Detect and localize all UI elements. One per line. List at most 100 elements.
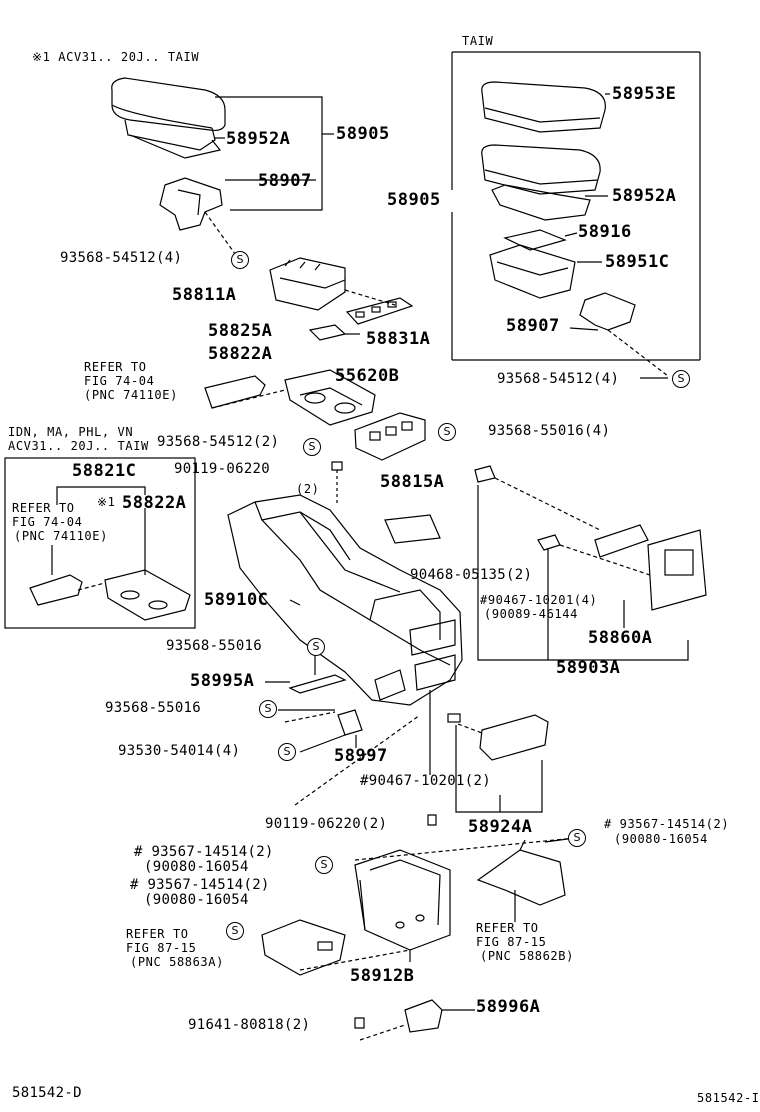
taiw-group-box [451, 51, 701, 361]
lid-right-2 [481, 144, 601, 195]
label-90119-06220-top: 90119-06220 [174, 461, 271, 477]
inset-note-1: IDN, MA, PHL, VN [8, 425, 134, 439]
console-body-58910C [227, 494, 463, 706]
ashtray-insert [204, 375, 266, 409]
tray-58811A [269, 257, 396, 311]
label-93568-54512-right: 93568-54512(4) [497, 371, 620, 387]
refer-to-4-line3: (PNC 58862B) [480, 949, 574, 963]
bracket-58996A [404, 999, 443, 1033]
label-58907-right: 58907 [506, 316, 560, 336]
refer-to-1-line1: REFER TO [84, 360, 147, 374]
label-58811A: 58811A [172, 285, 237, 305]
bracket-right-lower [476, 839, 566, 906]
taiw-group-title: TAIW [462, 34, 494, 48]
s-symbol-icon: S [259, 700, 277, 718]
label-58924A: 58924A [468, 817, 533, 837]
label-55620B: 55620B [335, 366, 400, 386]
note-applicability: ※1 ACV31.. 20J.. TAIW [32, 50, 200, 64]
inset-mark-note: ※1 [97, 495, 116, 509]
label-90089-46144: (90089-46144 [484, 607, 578, 621]
label-58997: 58997 [334, 746, 388, 766]
refer-to-4-line2: FIG 87-15 [476, 935, 547, 949]
label-58905-left: 58905 [336, 124, 390, 144]
box-58951C [489, 244, 602, 299]
s-symbol-icon: S [315, 856, 333, 874]
refer-to-2-line1: REFER TO [12, 501, 75, 515]
label-93568-55016-b: 93568-55016 [105, 700, 202, 716]
panel-58831A [345, 297, 414, 325]
label-90119-06220-top-qty: (2) [296, 482, 320, 496]
label-58912B: 58912B [350, 966, 415, 986]
inset-box [4, 457, 196, 629]
label-93567-14514-left-2: # 93567-14514(2) [130, 877, 270, 893]
hinge-bracket-left [159, 177, 239, 259]
s-symbol-icon: S [226, 922, 244, 940]
inset-note-2: ACV31.. 20J.. TAIW [8, 439, 149, 453]
label-58822A-inset: 58822A [122, 493, 187, 513]
label-90119-06220-bottom: 90119-06220(2) [265, 816, 388, 832]
inset-cupholder [104, 569, 191, 621]
label-93568-55016-a: 93568-55016 [166, 638, 263, 654]
dashed-assembly [294, 714, 576, 1041]
label-58916: 58916 [578, 222, 632, 242]
refer-to-3-line1: REFER TO [126, 927, 189, 941]
armrest-lid-left [111, 77, 226, 159]
label-58907-left: 58907 [258, 171, 312, 191]
refer-to-4-line1: REFER TO [476, 921, 539, 935]
label-93568-55016-4: 93568-55016(4) [488, 423, 611, 439]
label-58821C: 58821C [72, 461, 137, 481]
label-93568-54512-2: 93568-54512(2) [157, 434, 280, 450]
refer-to-2-line3: (PNC 74110E) [14, 529, 108, 543]
liner-58952A-right [491, 184, 608, 221]
label-58860A: 58860A [588, 628, 653, 648]
label-58952A-right: 58952A [612, 186, 677, 206]
refer-to-3-line3: (PNC 58863A) [130, 955, 224, 969]
label-90080-16054-right: (90080-16054 [614, 832, 708, 846]
label-58903A: 58903A [556, 658, 621, 678]
label-93568-54512-left: 93568-54512(4) [60, 250, 183, 266]
label-90467-10201-4: #90467-10201(4) [480, 593, 598, 607]
storage-box-58912B [354, 849, 451, 951]
label-93567-14514-right: # 93567-14514(2) [604, 817, 730, 831]
label-58951C: 58951C [605, 252, 670, 272]
label-58952A-left: 58952A [226, 129, 291, 149]
leader-58905-left [215, 96, 323, 211]
switch-unit-55620B [354, 412, 426, 461]
pad-58924A [447, 713, 549, 761]
bracket-left-lower [261, 919, 346, 976]
refer-to-1-line3: (PNC 74110E) [84, 388, 178, 402]
screw-top [331, 461, 343, 505]
bracket-58997 [337, 709, 363, 748]
inset-ashtray [29, 574, 83, 606]
s-symbol-icon: S [568, 829, 586, 847]
label-58815A: 58815A [380, 472, 445, 492]
label-58995A: 58995A [190, 671, 255, 691]
label-90080-16054-left-1: (90080-16054 [144, 859, 249, 875]
s-symbol-icon: S [307, 638, 325, 656]
s-symbol-icon: S [278, 743, 296, 761]
s-symbol-icon: S [303, 438, 321, 456]
label-90468-05135: 90468-05135(2) [410, 567, 533, 583]
figure-code-right: 581542-I [697, 1091, 760, 1105]
s-symbol-icon: S [438, 423, 456, 441]
bracket-58995A [288, 674, 347, 694]
label-58825A: 58825A [208, 321, 273, 341]
label-91641-80818: 91641-80818(2) [188, 1017, 311, 1033]
inset-leaders [51, 486, 146, 575]
leaders-58860A [494, 477, 651, 576]
label-58953E: 58953E [612, 84, 677, 104]
label-58910C: 58910C [204, 590, 269, 610]
label-58822A: 58822A [208, 344, 273, 364]
label-58996A: 58996A [476, 997, 541, 1017]
label-93530-54014: 93530-54014(4) [118, 743, 241, 759]
refer-to-2-line2: FIG 74-04 [12, 515, 83, 529]
lid-58953E [481, 81, 606, 133]
hinge-bracket-right [569, 292, 669, 377]
s-symbol-icon: S [672, 370, 690, 388]
label-58905-right: 58905 [387, 190, 441, 210]
s-symbol-icon: S [231, 251, 249, 269]
mat-58815A [384, 514, 441, 544]
pad-58825A [308, 324, 347, 341]
label-90080-16054-left-2: (90080-16054 [144, 892, 249, 908]
